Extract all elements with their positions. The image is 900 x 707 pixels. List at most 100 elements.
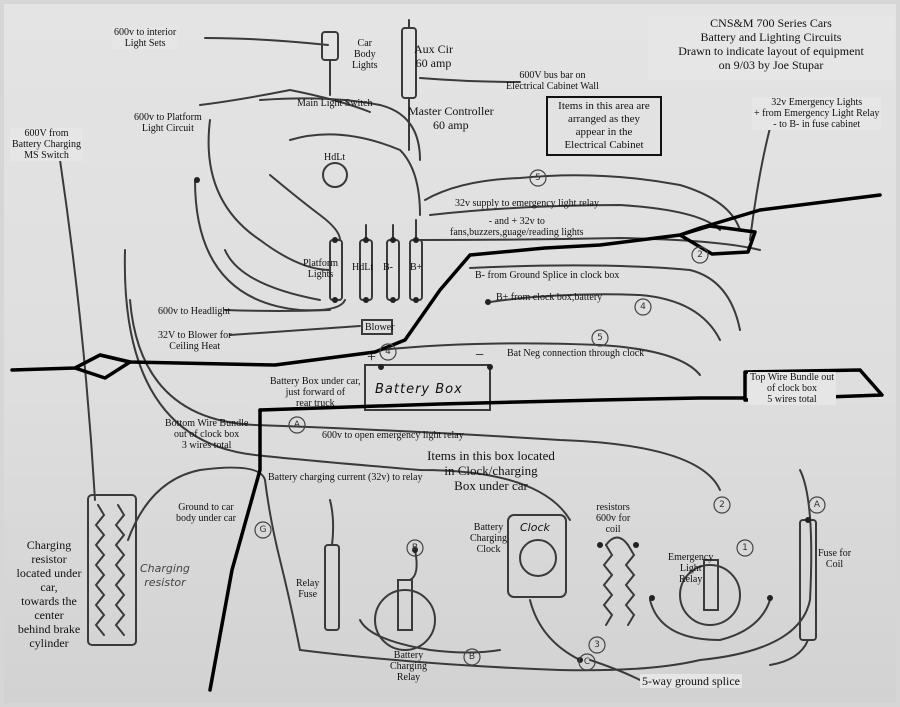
wire: [409, 549, 418, 581]
terminal-dot: [332, 237, 338, 243]
label-line: Fuse: [298, 589, 318, 600]
emergency-light-relay: [679, 564, 741, 626]
label-line: just forward of: [285, 387, 346, 398]
wire-marker: [691, 246, 709, 264]
label-line: fans,buzzers,guage/reading lights: [450, 227, 584, 238]
fuse-car-body: [321, 31, 339, 61]
wire: [379, 342, 701, 376]
label-emergency-light-relay: Emergency Light Relay: [668, 552, 713, 585]
bundle-lozenge-right: [678, 224, 757, 256]
label-line: 60 amp: [432, 118, 469, 132]
fuse-coil: [799, 519, 817, 641]
label-line: Charging: [390, 661, 428, 672]
title-line: CNS&M 700 Series Cars: [710, 16, 832, 30]
wire: [529, 599, 581, 661]
label-line: 600v to interior: [114, 27, 177, 38]
wire-marker: [736, 539, 754, 557]
hdlt-switch: [322, 162, 348, 188]
label-line: Bottom Wire Bundle: [165, 418, 249, 429]
label-line: Lights: [352, 60, 378, 71]
wire: [359, 619, 501, 654]
label-line: Master Controller: [408, 104, 494, 118]
wire-marker-label: 2: [697, 250, 703, 260]
box-boundary-lower: [208, 408, 262, 692]
wire: [129, 299, 721, 491]
note-line: Items in this box located: [427, 448, 555, 463]
wire-marker-label: A: [814, 500, 821, 510]
terminal-dot: [194, 177, 200, 183]
blower-box: [361, 319, 393, 335]
terminal-dot: [363, 237, 369, 243]
label-line: Body: [353, 49, 376, 60]
label-bottom-bundle: Bottom Wire Bundle out of clock box 3 wi…: [165, 418, 248, 451]
label-hdlt-fuse: HdLt: [352, 262, 374, 273]
wire-marker: [591, 329, 609, 347]
wire-marker-label: C: [584, 657, 590, 667]
label-supply-32v: 32v supply to emergency light relay: [455, 198, 599, 209]
label-line: Ground to car: [178, 502, 234, 513]
wire: [419, 236, 761, 251]
bundle-lozenge-left: [73, 353, 132, 380]
label-5way-splice: 5-way ground splice: [640, 674, 742, 688]
label-battery-box-under: Battery Box under car, just forward of r…: [270, 376, 361, 409]
wire-marker: [808, 496, 826, 514]
label-main-light-switch: Main Light Switch: [297, 98, 373, 109]
label-b-minus: B-: [383, 262, 393, 273]
wire-marker: [379, 343, 397, 361]
wire: [224, 309, 331, 312]
wire-marker-label: B: [469, 652, 475, 662]
terminal-dot: [805, 517, 811, 523]
label-ground-splice: B- from Ground Splice in clock box: [475, 270, 620, 281]
label-line: Light Circuit: [141, 123, 194, 134]
wire: [419, 77, 521, 83]
wire-marker: [588, 636, 606, 654]
label-charging-resistor: Charging resistor located under car, tow…: [8, 538, 90, 650]
label-line: 32V to Blower for: [158, 330, 232, 341]
terminal-dot: [363, 297, 369, 303]
label-top-bundle: Top Wire Bundle out of clock box 5 wires…: [748, 372, 836, 405]
label-interior-lights: 600v to interior Light Sets: [112, 27, 179, 49]
wire-marker: [578, 653, 596, 671]
relay-core: [397, 579, 413, 631]
label-bat-neg: Bat Neg connection through clock: [507, 348, 645, 359]
terminal-dot: [390, 237, 396, 243]
box-boundary: [258, 368, 884, 412]
wire-marker: [634, 298, 652, 316]
wire: [199, 88, 371, 113]
wire: [424, 174, 741, 231]
paper: [4, 4, 896, 703]
label-line: Charging: [140, 562, 190, 575]
terminal-dot: [413, 237, 419, 243]
label-line: Relay: [296, 578, 320, 589]
label-line: Light: [679, 563, 702, 574]
label-line: body under car: [176, 513, 236, 524]
label-line: Relay: [679, 574, 703, 585]
wire: [224, 249, 321, 301]
diagram-title: CNS&M 700 Series Cars Battery and Lighti…: [648, 16, 894, 80]
wire-marker: [713, 496, 731, 514]
label-aux-cir: Aux Cir 60 amp: [414, 42, 453, 70]
label-line: behind brake: [17, 622, 81, 636]
label-battery-charging-relay: Battery Charging Relay: [390, 650, 427, 683]
clock-box-note: Items in this box located in Clock/charg…: [416, 448, 566, 493]
wire: [769, 639, 809, 666]
label-line: Battery Box under car,: [270, 376, 361, 387]
label-line: Light Sets: [124, 38, 166, 49]
label-fans: - and + 32v to fans,buzzers,guage/readin…: [450, 216, 584, 238]
label-line: 600V from: [24, 128, 69, 139]
label-line: MS Switch: [24, 150, 69, 161]
label-open-emergency: 600v to open emergency light relay: [322, 430, 464, 441]
label-platform-lights: Platform Lights: [303, 258, 338, 280]
wire-marker: [288, 416, 306, 434]
wire: [59, 159, 96, 501]
terminal-dot: [649, 595, 655, 601]
label-plus-terminal: +: [367, 349, 377, 366]
wire: [289, 133, 421, 216]
terminal-dot: [633, 542, 639, 548]
note-line: Electrical Cabinet: [564, 139, 644, 151]
label-line: + from Emergency Light Relay: [754, 108, 880, 119]
wire: [489, 293, 721, 341]
resistor-coil: [624, 544, 636, 626]
label-line: Battery: [473, 522, 504, 533]
wire-marker-label: 3: [594, 640, 600, 650]
